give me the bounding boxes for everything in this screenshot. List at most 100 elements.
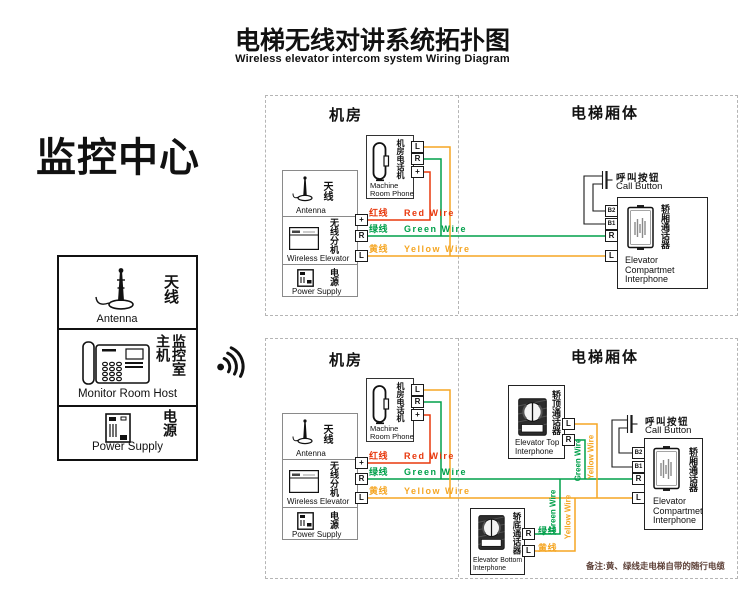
machine-room-phone-label-zh: 机房电话机: [396, 382, 405, 422]
terminal-R: R: [605, 230, 618, 242]
antenna-icon: [292, 419, 313, 445]
call-button-label-en-top: Call Button: [616, 181, 663, 192]
compartment-label-en: Elevator Compartmet Interphone: [625, 255, 675, 284]
page-title: 电梯无线对讲系统拓扑图: [234, 27, 510, 55]
call-button-label-zh-top: 呼叫按钮: [616, 173, 661, 184]
green-wire-vertical-label-top: Green Wire: [573, 438, 583, 482]
terminal-L: L: [355, 250, 368, 262]
green-wire-label-en: Green Wire: [404, 467, 467, 477]
terminal-L: L: [411, 141, 424, 153]
green-wire-label-en: Green Wire: [404, 224, 467, 234]
elevator-compartment-interphone-box-top: 轿厢通话器 Elevator Compartmet Interphone: [617, 197, 708, 289]
terminal-R: R: [355, 230, 368, 242]
machine-room-heading-top: 机房: [328, 107, 363, 124]
monitor-power-label-zh: 电源: [162, 409, 178, 437]
monitor-antenna-label-en: Antenna: [96, 313, 138, 325]
wireless-unit-label-zh: 无线分机: [329, 218, 339, 254]
terminal-R: R: [411, 153, 424, 165]
wireless-antenna-label-en: Antenna: [296, 449, 326, 458]
divider-line: [283, 264, 357, 265]
green-wire-vertical-label-bottom: Green Wire: [548, 489, 558, 533]
terminal-B1: B1: [632, 461, 645, 473]
desk-phone-icon: [82, 341, 150, 385]
compartment-label-zh: 轿厢通话器: [660, 204, 670, 249]
bottom-interphone-label-en: Elevator Bottom Interphone: [473, 555, 523, 572]
bottom-interphone-yellow-label: 黄线: [538, 543, 558, 553]
page-subtitle: Wireless elevator intercom system Wiring…: [235, 53, 510, 65]
terminal-L: L: [562, 418, 575, 430]
footnote: 备注:黄、绿线走电梯自带的随行电缆: [586, 561, 725, 571]
intercom-icon: [653, 446, 680, 491]
handset-icon: [372, 385, 390, 425]
top-interphone-label-zh: 轿顶通话器: [551, 390, 561, 435]
unit-top-region-divider: [458, 95, 459, 314]
red-wire-label-zh: 红线: [369, 208, 389, 218]
monitor-center-heading: 监控中心: [36, 136, 200, 180]
wireless-unit-label-en: Wireless Elevator: [287, 254, 350, 263]
yellow-wire-label-en: Yellow Wire: [404, 486, 471, 496]
divider-line: [283, 507, 357, 508]
call-button-label-zh-bottom: 呼叫按钮: [645, 417, 690, 428]
terminal-R: R: [355, 473, 368, 485]
yellow-wire-vertical-label-bottom: Yellow Wire: [563, 494, 573, 540]
terminal-L: L: [355, 492, 368, 504]
monitor-antenna-label-zh: 天线: [162, 274, 179, 304]
unit-bottom-region: [265, 338, 738, 579]
wireless-power-label-en: Power Supply: [292, 530, 342, 539]
wireless-unit-label-en: Wireless Elevator: [287, 497, 350, 506]
terminal-plus: +: [355, 214, 368, 226]
unit-top-region: [265, 95, 738, 316]
divider-line: [59, 328, 196, 330]
terminal-plus: +: [355, 457, 368, 469]
unit-bottom-region-divider: [458, 338, 459, 577]
terminal-plus: +: [411, 409, 424, 421]
elevator-bottom-interphone-box: 轿底通话器 Elevator Bottom Interphone: [470, 508, 525, 575]
monitor-host-label-zh: 监控室 主机: [155, 334, 187, 376]
divider-line: [283, 459, 357, 460]
machine-room-phone-box-bottom: 机房电话机 Machine Room Phone: [366, 378, 414, 442]
yellow-wire-label-zh: 黄线: [369, 244, 389, 254]
terminal-R: R: [522, 528, 535, 540]
machine-room-phone-label-en: Machine Room Phone: [370, 424, 414, 441]
red-wire-label-bottom: 红线 Red Wire: [369, 449, 455, 462]
wireless-antenna-label-en: Antenna: [296, 206, 326, 215]
terminal-plus: +: [411, 166, 424, 178]
monitor-host-label-en: Monitor Room Host: [77, 388, 178, 400]
red-wire-label-zh: 红线: [369, 451, 389, 461]
elevator-compartment-interphone-box-bottom: 轿厢通话器 Elevator Compartmet Interphone: [644, 438, 703, 530]
wireless-power-label-zh: 电源: [329, 268, 339, 286]
wireless-signal-icon: [217, 346, 245, 378]
antenna-icon: [292, 176, 313, 202]
red-wire-label-en: Red Wire: [404, 451, 455, 461]
monitor-center-box: 天线 Antenna 监控室 主机 Monitor Room Host: [57, 255, 198, 461]
yellow-wire-vertical-label-top: Yellow Wire: [586, 434, 596, 480]
terminal-L: L: [522, 545, 535, 557]
wireless-unit-icon: [289, 227, 319, 250]
divider-line: [59, 405, 196, 407]
monitor-power-label-en: Power Supply: [92, 441, 163, 453]
call-button-label-en-bottom: Call Button: [645, 425, 692, 436]
machine-room-phone-label-zh: 机房电话机: [396, 139, 405, 179]
elevator-body-heading-bottom: 电梯厢体: [570, 349, 639, 366]
terminal-L: L: [411, 384, 424, 396]
antenna-icon: [95, 268, 134, 310]
elevator-top-interphone-box: 轿顶通话器 Elevator Top Interphone: [508, 385, 565, 459]
wireless-power-label-en: Power Supply: [292, 287, 342, 296]
wireless-unit-icon: [289, 470, 319, 493]
intercom-icon: [627, 205, 654, 250]
compartment-label-en: Elevator Compartmet Interphone: [653, 496, 703, 525]
terminal-L: L: [605, 250, 618, 262]
wireless-power-label-zh: 电源: [329, 511, 339, 529]
terminal-B1: B1: [605, 218, 618, 230]
divider-line: [283, 216, 357, 217]
power-supply-icon: [297, 512, 314, 530]
machine-room-phone-box-top: 机房电话机 Machine Room Phone: [366, 135, 414, 199]
power-supply-icon: [297, 269, 314, 287]
wireless-antenna-label-zh: 天线: [321, 424, 332, 444]
